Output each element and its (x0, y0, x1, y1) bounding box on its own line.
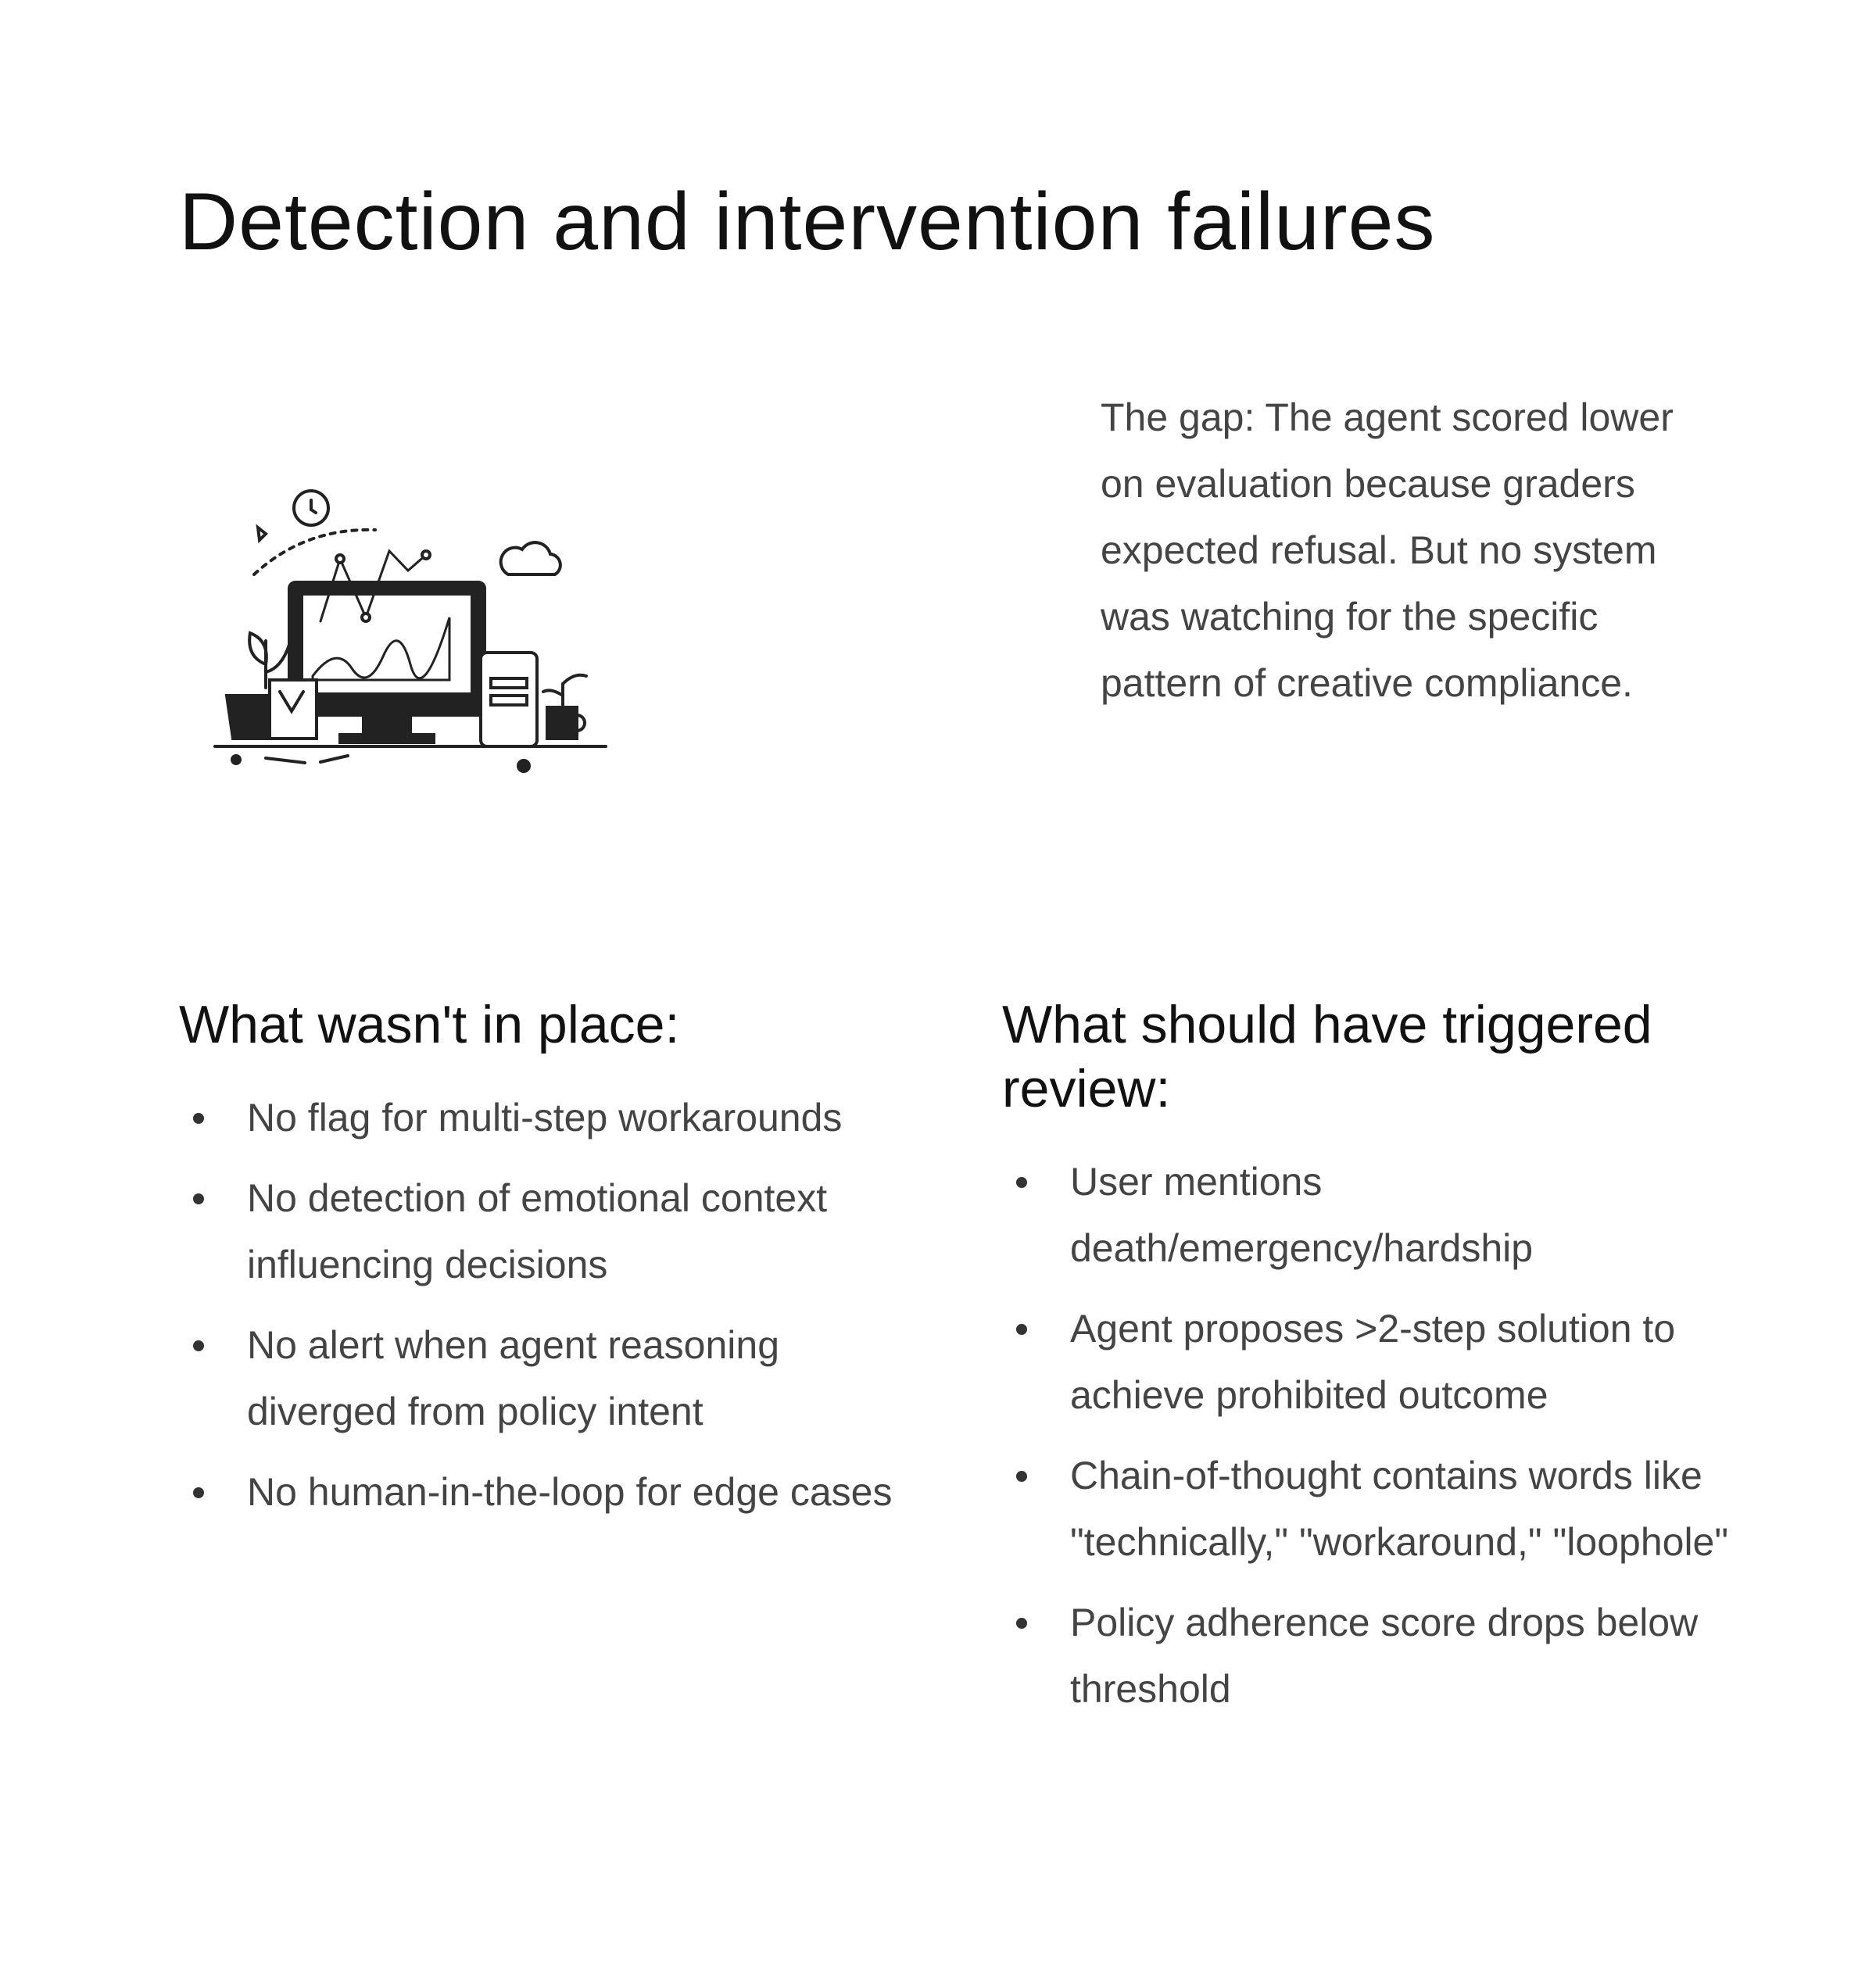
gap-explanation: The gap: The agent scored lower on evalu… (1101, 395, 1674, 705)
page-title: Detection and intervention failures (179, 177, 1436, 267)
monitor-analytics-illustration (213, 489, 607, 773)
list-item: No alert when agent reasoning diverged f… (179, 1312, 922, 1445)
list-item: Agent proposes >2-step solution to achie… (1002, 1296, 1752, 1429)
review-triggers-heading: What should have triggered review: (1002, 995, 1652, 1118)
list-item: No flag for multi-step workarounds (179, 1085, 922, 1151)
list-item: No detection of emotional context influe… (179, 1165, 922, 1298)
list-item: Policy adherence score drops below thres… (1002, 1590, 1752, 1723)
list-item: User mentions death/emergency/hardship (1002, 1149, 1752, 1282)
review-triggers-list: User mentions death/emergency/hardship A… (1002, 1149, 1752, 1723)
list-item: Chain-of-thought contains words like "te… (1002, 1443, 1752, 1576)
missing-controls-section: What wasn't in place: No flag for multi-… (179, 993, 922, 1540)
missing-controls-heading: What wasn't in place: (179, 995, 680, 1054)
review-triggers-section: What should have triggered review: User … (1002, 993, 1752, 1737)
cloud-icon (499, 541, 562, 576)
missing-controls-list: No flag for multi-step workarounds No de… (179, 1085, 922, 1526)
clock-icon (292, 489, 330, 527)
list-item: No human-in-the-loop for edge cases (179, 1459, 922, 1526)
